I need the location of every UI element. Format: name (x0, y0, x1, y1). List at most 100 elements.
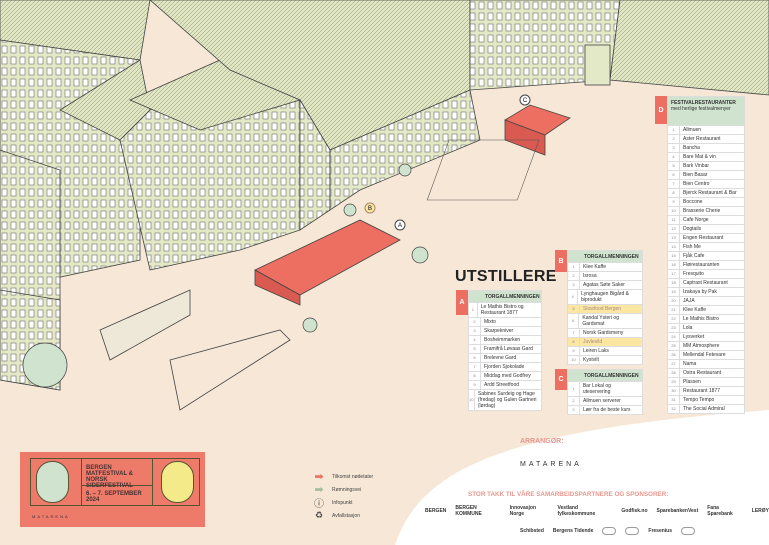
row-number: 4 (568, 290, 579, 304)
row-label: Ardd Streetfood (484, 382, 520, 388)
marker-b: B (368, 206, 372, 212)
sponsor-logo: Innovasjon Norge (509, 505, 537, 517)
row-number: 8 (469, 372, 481, 380)
row-number: 7 (568, 329, 580, 337)
row-number: 30 (668, 387, 680, 395)
row-label: Fløirestauranten (683, 262, 720, 268)
row-label: Izakaya by Pak (683, 289, 717, 295)
sponsor-logo: Godfisk.no (621, 508, 648, 514)
row-number: 1 (668, 126, 680, 134)
row-number: 1 (469, 303, 478, 317)
row-label: Fish Me (683, 244, 701, 250)
row-number: 6 (568, 314, 580, 328)
sponsor-logo: Bergens Tidende (552, 528, 594, 534)
row-label: Agatas Søte Saker (583, 282, 625, 288)
row-label: Bjerck Restaurant & Bar (683, 190, 737, 196)
row-label: Isrosa (583, 273, 597, 279)
row-label: Slowfood Bergen (583, 306, 622, 312)
row-number: 22 (668, 315, 680, 323)
sponsor-logo (625, 527, 640, 535)
trees (22, 163, 429, 388)
row-label: Bark Vinbar (683, 163, 710, 169)
row-number: 6 (469, 354, 481, 362)
row-label: Engen Restaurant (683, 235, 724, 241)
section-badge-c: C (555, 369, 567, 390)
row-label: Bien Centro (683, 181, 710, 187)
row-label: Lola (683, 325, 693, 331)
row-number: 14 (668, 243, 680, 251)
legend-item: ➡Rømningsvei (312, 483, 373, 496)
row-label: Allmuen (683, 127, 702, 133)
stage-tent (254, 44, 611, 306)
row-number: 25 (668, 342, 680, 350)
section-badge-b: B (555, 250, 567, 272)
red-arrow-icon: ➡ (314, 471, 324, 483)
row-label: Leiren Laks (583, 348, 609, 354)
sponsor-logo: Vestland fylkeskommune (557, 505, 596, 517)
row-label: Dogtails (683, 226, 702, 232)
sponsor-logo: Fana Sparebank (707, 505, 733, 517)
row-number: 3 (469, 327, 481, 335)
row-label: Klee Kaffe (683, 307, 706, 313)
row-label: Klee Kaffe (583, 264, 606, 270)
recycle-icon: ♻ (314, 510, 324, 520)
banner-dates: 6. – 7. SEPTEMBER 2024 (86, 491, 142, 503)
row-number: 1 (568, 382, 580, 396)
row-number: 2 (568, 397, 580, 405)
section-badge-d: D (655, 96, 667, 124)
row-label: Plassen (683, 379, 701, 385)
row-number: 11 (668, 216, 680, 224)
row-number: 5 (568, 305, 580, 313)
row-label: The Social Admiral (683, 406, 725, 412)
row-label: Bare Mat & vin (683, 154, 716, 160)
sponsor-logo: LERØY (751, 508, 769, 514)
row-label: Sabines Surdeig og Hage (fredag) og Gule… (477, 391, 537, 409)
row-number: 29 (668, 378, 680, 386)
row-label: Restaurant 1877 (683, 388, 720, 394)
legend-item: ➡Tilkomst nødetater (312, 470, 373, 483)
green-arrow-icon: ➡ (314, 484, 324, 496)
row-number: 13 (668, 234, 680, 242)
row-number: 24 (668, 333, 680, 341)
table-subheader: med herlige festivalmenyer (671, 106, 731, 112)
row-label: Bosheimmarken (484, 337, 521, 343)
row-label: Tempo Tempo (683, 397, 715, 403)
row-number: 7 (469, 363, 481, 371)
row-number: 3 (668, 144, 680, 152)
sponsor-logo (602, 527, 617, 535)
row-number: 17 (668, 270, 680, 278)
row-label: Kandal Ysteri og Gardsmat (582, 315, 619, 327)
row-label: Fresquito (683, 271, 704, 277)
row-label: Brasserie Cherie (683, 208, 721, 214)
row-label: Lær fra de beste kurs (583, 407, 631, 413)
row-label: MM Atmosphere (683, 343, 720, 349)
page-title: UTSTILLERE (455, 268, 557, 285)
row-number: 15 (668, 252, 680, 260)
